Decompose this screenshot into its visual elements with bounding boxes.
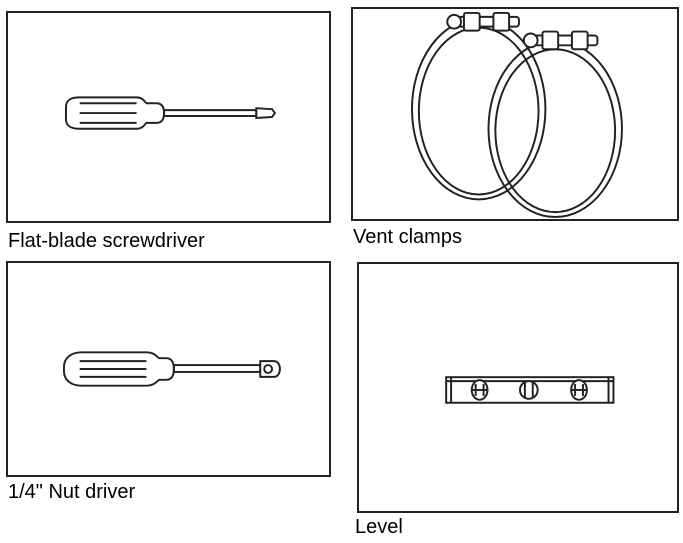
tool-panel-flat-blade-screwdriver — [6, 11, 331, 223]
caption-flat-blade-screwdriver: Flat-blade screwdriver — [8, 230, 205, 252]
caption-vent-clamps: Vent clamps — [353, 226, 462, 248]
level-icon — [445, 376, 615, 404]
caption-nut-driver: 1/4" Nut driver — [8, 481, 136, 503]
tool-panel-vent-clamps — [351, 7, 679, 221]
vent-clamps-icon — [410, 11, 623, 219]
tool-panel-nut-driver — [6, 261, 331, 477]
flat-blade-screwdriver-icon — [64, 96, 277, 130]
caption-level: Level — [355, 516, 403, 538]
tool-panel-level — [357, 262, 679, 513]
nut-driver-icon — [62, 351, 281, 387]
